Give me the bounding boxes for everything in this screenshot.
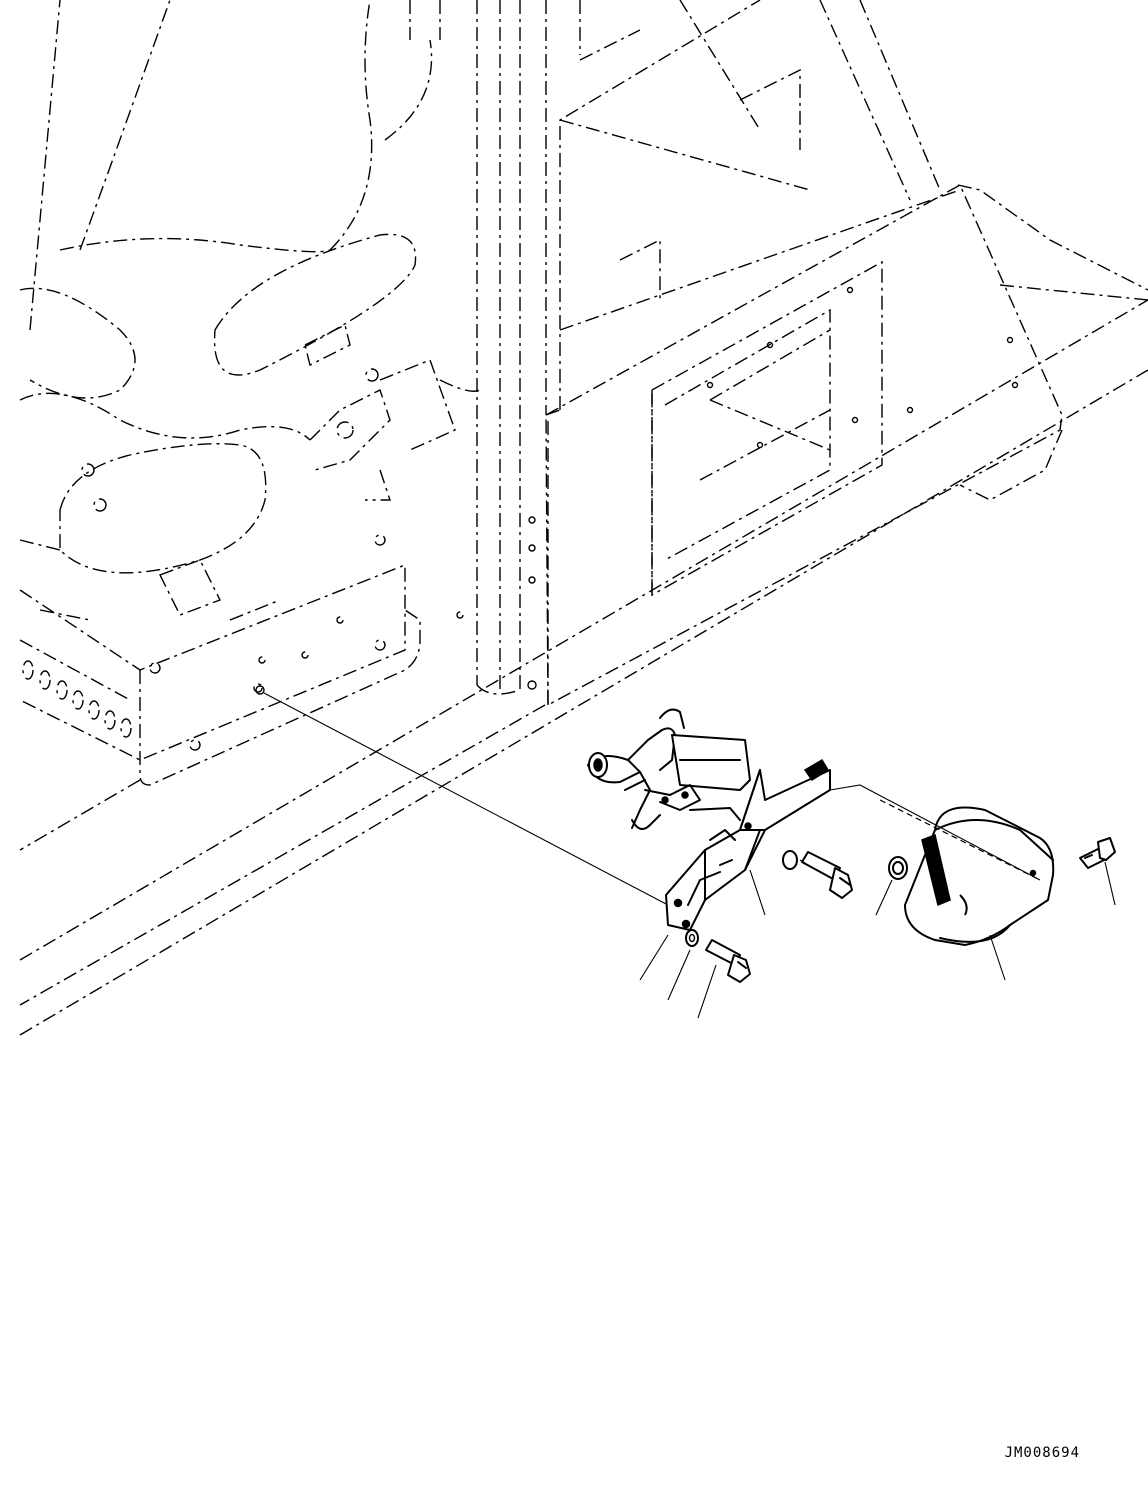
callout-leader-lines	[639, 784, 1116, 1019]
rear-console-panel	[527, 0, 1148, 707]
drawing-id-label: JM008694	[1004, 1445, 1080, 1461]
operator-seat	[19, 0, 481, 786]
mounting-hole-reference	[255, 685, 669, 906]
bolt-lower-bracket	[705, 939, 751, 983]
cab-pillar	[409, 0, 547, 695]
grommet	[888, 856, 908, 880]
control-lever-assembly	[587, 708, 751, 830]
washer-lower-bracket	[685, 929, 699, 947]
washer-right-bracket	[782, 850, 798, 870]
mounting-bracket	[665, 758, 831, 931]
seat-base-slots	[22, 660, 132, 738]
cab-floor-outline	[19, 299, 1148, 1036]
bolt-right-bracket	[799, 851, 853, 899]
protective-cover	[879, 799, 1055, 946]
cover-screw	[1079, 837, 1116, 869]
